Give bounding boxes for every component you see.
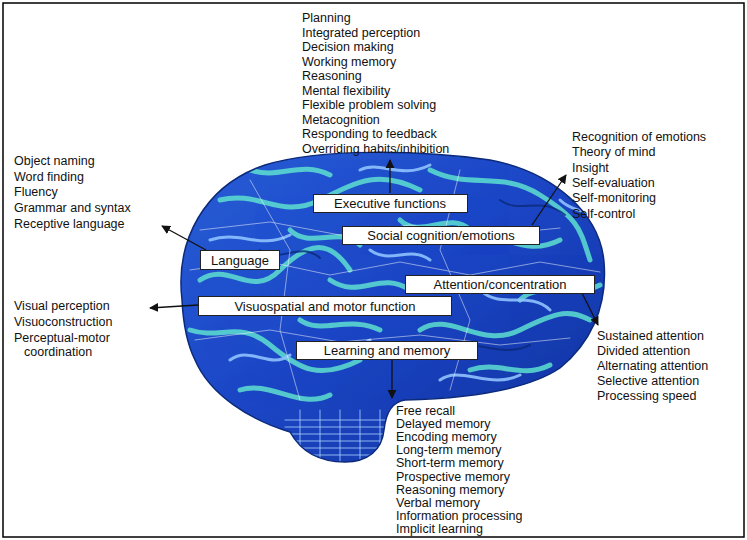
skill-label: Self-monitoring xyxy=(572,191,656,205)
domain-box: Visuospatial and motor function xyxy=(198,296,452,316)
domain-title: Attention/concentration xyxy=(434,277,567,292)
skill-label: Perceptual-motor coordination xyxy=(14,331,174,359)
domain-title: Learning and memory xyxy=(324,343,450,358)
skill-label: Receptive language xyxy=(14,217,125,231)
domain-box: Learning and memory xyxy=(296,341,478,360)
skill-label: Long-term memory xyxy=(396,443,502,457)
brain-outline xyxy=(181,152,605,462)
skill-label: Visuoconstruction xyxy=(14,315,174,329)
brain-gyri xyxy=(190,165,600,465)
skill-label: Theory of mind xyxy=(572,145,655,159)
leader-arrow xyxy=(391,360,392,398)
domain-title: Social cognition/emotions xyxy=(367,228,514,243)
skill-label: Divided attention xyxy=(597,344,690,358)
skill-label: Responding to feedback xyxy=(302,127,437,141)
skill-label: Prospective memory xyxy=(396,470,510,484)
domain-title: Visuospatial and motor function xyxy=(234,299,415,314)
skill-label: Self-control xyxy=(572,207,635,221)
skill-label: Reasoning memory xyxy=(396,483,504,497)
skill-label: Working memory xyxy=(302,55,396,69)
skill-label: Free recall xyxy=(396,404,455,418)
frame xyxy=(3,3,744,537)
skill-label: Visual perception xyxy=(14,299,174,313)
brain-shape xyxy=(181,152,605,462)
leader-arrow xyxy=(150,305,198,308)
skill-label: Decision making xyxy=(302,40,394,54)
skill-label: Overriding habits/inhibition xyxy=(302,142,449,156)
skill-label: Grammar and syntax xyxy=(14,201,131,215)
skill-label: Fluency xyxy=(14,185,58,199)
skill-label: Short-term memory xyxy=(396,456,504,470)
domain-box: Attention/concentration xyxy=(405,275,595,294)
skill-label: Self-evaluation xyxy=(572,176,655,190)
domain-box: Language xyxy=(200,250,280,270)
skill-label: Object naming xyxy=(14,154,95,168)
domain-box: Executive functions xyxy=(313,194,468,213)
skill-label: Insight xyxy=(572,161,609,175)
skill-label: Sustained attention xyxy=(597,329,704,343)
domain-title: Language xyxy=(211,253,269,268)
leader-arrow xyxy=(582,293,598,325)
skill-label: Word finding xyxy=(14,170,84,184)
skill-label: Planning xyxy=(302,11,351,25)
skill-label: Verbal memory xyxy=(396,496,480,510)
leader-arrow xyxy=(389,160,390,193)
domain-box: Social cognition/emotions xyxy=(342,226,540,245)
skill-label: Information processing xyxy=(396,509,522,523)
skill-label: Flexible problem solving xyxy=(302,98,436,112)
skill-label: Selective attention xyxy=(597,374,699,388)
skill-label: Encoding memory xyxy=(396,430,497,444)
skill-label: Processing speed xyxy=(597,389,696,403)
leader-arrow xyxy=(532,175,566,225)
skill-label: Implicit learning xyxy=(396,522,483,536)
skill-label: Alternating attention xyxy=(597,359,708,373)
skill-label: Reasoning xyxy=(302,69,362,83)
leader-arrow xyxy=(162,226,206,250)
skill-label: Metacognition xyxy=(302,113,380,127)
skill-label: Delayed memory xyxy=(396,417,490,431)
skill-label: Mental flexibility xyxy=(302,84,390,98)
skill-label: Integrated perception xyxy=(302,26,420,40)
domain-title: Executive functions xyxy=(334,196,446,211)
cerebellum-hatching xyxy=(285,410,392,465)
skill-label: Recognition of emotions xyxy=(572,130,706,144)
